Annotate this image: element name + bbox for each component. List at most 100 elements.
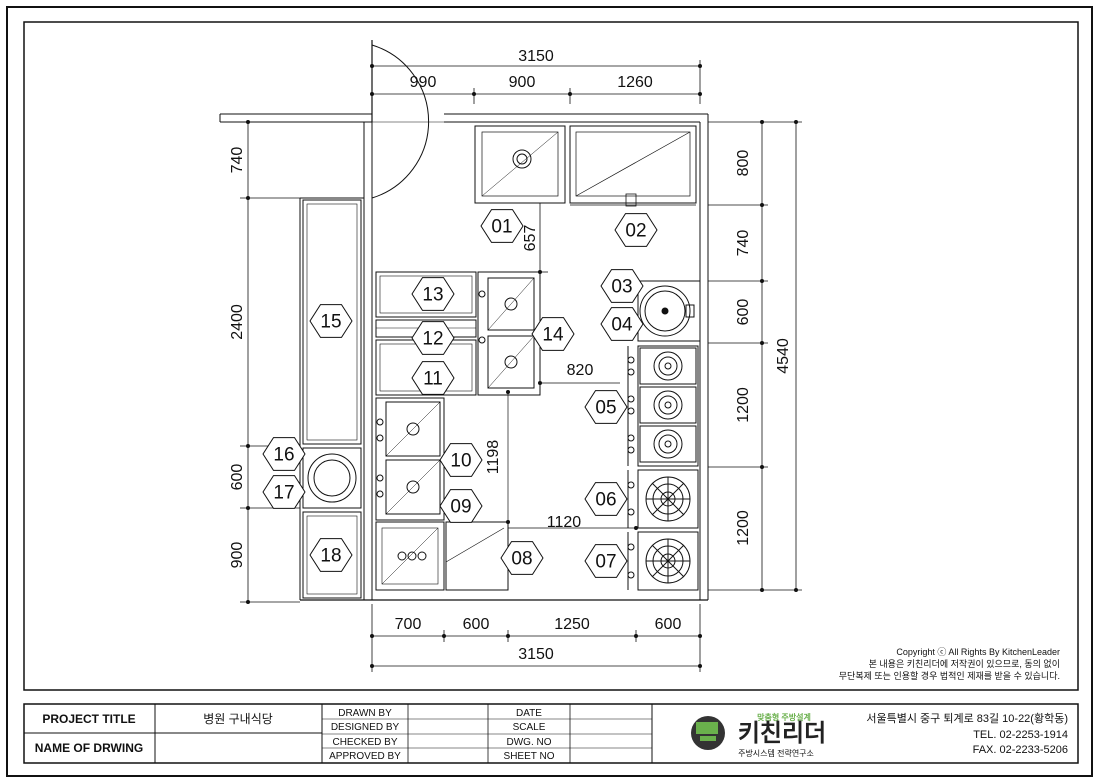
- equipment-01-sink: [474, 125, 566, 204]
- dim-top-total: 3150: [518, 48, 554, 65]
- equipment-hex-13: [411, 277, 455, 311]
- equipment-18-cabinet: [302, 511, 362, 599]
- equipment-number-09: 09: [450, 497, 471, 518]
- dim-inner-1120: 1120: [547, 514, 582, 531]
- dim-bottom-1: 700: [395, 616, 422, 633]
- dim-right-3: 600: [735, 299, 752, 326]
- floor-plan: [219, 40, 709, 601]
- dim-inner-657: 657: [522, 225, 539, 252]
- title-block: [23, 703, 1079, 764]
- copyright-line-2: 본 내용은 키친리더에 저작권이 있으므로, 동의 없이: [869, 658, 1060, 669]
- dim-right-1: 800: [735, 150, 752, 177]
- equipment-number-06: 06: [595, 490, 616, 511]
- equipment-15-table: [302, 199, 362, 445]
- equipment-number-02: 02: [625, 221, 646, 242]
- sheet-no-label: SHEET NO: [504, 751, 555, 762]
- company-name: 키친리더: [738, 720, 826, 747]
- equipment-hex-16: [262, 437, 306, 471]
- copyright-line-3: 무단복제 또는 인용할 경우 법적인 제재를 받을 수 있습니다.: [839, 670, 1060, 681]
- equipment-07-burner: [627, 531, 699, 591]
- dim-bottom-4: 600: [655, 616, 682, 633]
- equipment-number-07: 07: [595, 552, 616, 573]
- project-title-label: PROJECT TITLE: [42, 712, 135, 726]
- equipment-13-shelf: [375, 271, 477, 318]
- equipment-hex-15: [309, 304, 353, 338]
- company-fax: FAX. 02-2233-5206: [973, 744, 1068, 756]
- outer-frame: [6, 6, 1093, 777]
- dim-right-4: 1200: [735, 387, 752, 423]
- equipment-06-burner: [627, 469, 699, 529]
- equipment-number-11: 11: [423, 369, 443, 390]
- equipment-hex-01: [480, 209, 524, 243]
- equipment-hex-09: [439, 489, 483, 523]
- dwg-no-label: DWG. NO: [507, 737, 552, 748]
- equipment-hex-17: [262, 475, 306, 509]
- equipment-hex-05: [584, 390, 628, 424]
- drawn-by-label: DRAWN BY: [338, 708, 392, 719]
- equipment-14-double-sink: [477, 271, 541, 396]
- equipment-08-table: [445, 521, 509, 591]
- equipment-09-dishwasher: [375, 521, 445, 591]
- equipment-hex-11: [411, 361, 455, 395]
- dim-right-2: 740: [735, 230, 752, 257]
- dim-left-4: 900: [229, 542, 246, 569]
- door-swing-arc: [371, 44, 430, 199]
- equipment-number-13: 13: [422, 285, 443, 306]
- equipment-hex-14: [531, 317, 575, 351]
- dim-top-2: 900: [509, 74, 536, 91]
- equipment-hex-18: [309, 538, 353, 572]
- equipment-number-04: 04: [611, 315, 633, 336]
- equipment-hex-03: [600, 269, 644, 303]
- project-title-value: 병원 구내식당: [203, 712, 273, 726]
- approved-by-label: APPROVED BY: [329, 751, 401, 762]
- equipment-hex-06: [584, 482, 628, 516]
- equipment-03-04-kettle: [637, 280, 701, 342]
- dim-bottom-2: 600: [463, 616, 490, 633]
- equipment-number-03: 03: [611, 277, 632, 298]
- equipment-number-10: 10: [450, 451, 471, 472]
- equipment-number-14: 14: [542, 325, 564, 346]
- dimension-lines: [240, 60, 802, 672]
- dimension-labels: 3150 990 900 1260 700 600 1250 600 3150 …: [229, 48, 792, 663]
- equipment-hex-10: [439, 443, 483, 477]
- equipment-05-range: [627, 345, 699, 467]
- company-tel: TEL. 02-2253-1914: [973, 729, 1068, 741]
- dim-top-1: 990: [410, 74, 437, 91]
- equipment-16-17-cooker: [302, 447, 362, 509]
- equipment-hex-08: [500, 541, 544, 575]
- copyright-block: Copyright ⓒ All Rights By KitchenLeader …: [839, 647, 1060, 681]
- company-subtitle: 주방시스템 전략연구소: [738, 748, 814, 758]
- equipment-number-05: 05: [595, 398, 616, 419]
- equipment-number-08: 08: [511, 549, 532, 570]
- equipment-10-sink: [375, 397, 445, 521]
- dim-bottom-3: 1250: [554, 616, 590, 633]
- dim-bottom-total: 3150: [518, 646, 554, 663]
- dim-right-5: 1200: [735, 510, 752, 546]
- company-address: 서울특별시 중구 퇴계로 83길 10-22(황학동): [866, 712, 1068, 725]
- equipment-number-01: 01: [491, 217, 512, 238]
- equipment-hex-12: [411, 321, 455, 355]
- dim-left-2: 2400: [229, 304, 246, 340]
- equipment-number-12: 12: [422, 329, 443, 350]
- equipment-number-15: 15: [320, 312, 341, 333]
- copyright-line-1: Copyright ⓒ All Rights By KitchenLeader: [896, 647, 1060, 657]
- equipment-hex-07: [584, 544, 628, 578]
- equipment-labels: 01 02 03 04 05 06 07 08 09 10 11 12 13 14 15 16 17 18: [262, 209, 658, 578]
- equipment-number-16: 16: [273, 445, 294, 466]
- equipment-hex-02: [614, 213, 658, 247]
- dim-inner-820: 820: [567, 362, 594, 379]
- dim-left-3: 600: [229, 464, 246, 491]
- equipment-02-worktable: [569, 125, 697, 204]
- equipment-number-18: 18: [320, 546, 341, 567]
- drawing-name-label: NAME OF DRWING: [35, 741, 143, 755]
- designed-by-label: DESIGNED BY: [331, 722, 400, 733]
- date-label: DATE: [516, 708, 542, 719]
- dim-right-total: 4540: [775, 338, 792, 374]
- scale-label: SCALE: [513, 722, 546, 733]
- company-logo: [691, 716, 725, 750]
- checked-by-label: CHECKED BY: [332, 737, 397, 748]
- dim-top-3: 1260: [617, 74, 653, 91]
- equipment-number-17: 17: [273, 483, 294, 504]
- equipment-hex-04: [600, 307, 644, 341]
